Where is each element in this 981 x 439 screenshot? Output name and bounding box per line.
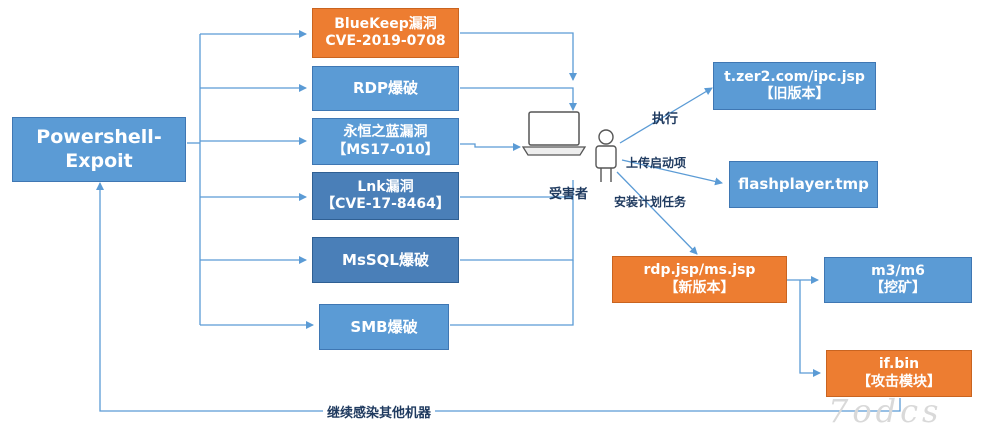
eternalblue-node: 永恒之蓝漏洞 【MS17-010】 (312, 118, 459, 165)
rdp-brute-node: RDP爆破 (312, 66, 459, 111)
user-icon (595, 129, 617, 182)
computer-icon (521, 111, 587, 156)
victim-label: 受害者 (549, 187, 589, 202)
node-line: Lnk漏洞 (357, 178, 414, 195)
watermark: 7odcs (828, 392, 943, 430)
node-line: 【旧版本】 (759, 86, 830, 102)
scheduled-task-label: 安装计划任务 (614, 195, 687, 209)
startup-label: 上传启动项 (626, 156, 687, 170)
lnk-node: Lnk漏洞 【CVE-17-8464】 (312, 172, 459, 220)
node-line: 【CVE-17-8464】 (321, 196, 450, 212)
node-line: rdp.jsp/ms.jsp (643, 262, 756, 278)
node-line: 永恒之蓝漏洞 (343, 124, 428, 140)
node-line: RDP爆破 (353, 79, 418, 98)
node-line: BlueKeep漏洞 (334, 15, 437, 32)
node-line: 【新版本】 (664, 279, 735, 296)
node-line: if.bin (878, 356, 920, 372)
execute-label: 执行 (652, 112, 679, 127)
attack-module-node: if.bin 【攻击模块】 (826, 350, 972, 397)
node-line: CVE-2019-0708 (325, 33, 446, 49)
bluekeep-node: BlueKeep漏洞 CVE-2019-0708 (312, 8, 459, 58)
node-line: 【MS17-010】 (332, 141, 439, 158)
mssql-brute-node: MsSQL爆破 (312, 237, 459, 283)
node-line: MsSQL爆破 (342, 250, 429, 269)
node-line: 【攻击模块】 (857, 373, 941, 390)
new-payload-node: rdp.jsp/ms.jsp 【新版本】 (612, 256, 787, 303)
node-line: Powershell- (36, 125, 162, 148)
node-line: m3/m6 (871, 262, 925, 279)
node-line: 【挖矿】 (870, 280, 926, 296)
powershell-expoit-node: Powershell- Expoit (12, 117, 186, 182)
flashplayer-node: flashplayer.tmp (729, 161, 878, 208)
node-line: t.zer2.com/ipc.jsp (724, 68, 865, 85)
node-line: SMB爆破 (350, 317, 418, 336)
spread-label: 继续感染其他机器 (323, 402, 436, 421)
old-payload-node: t.zer2.com/ipc.jsp 【旧版本】 (713, 62, 876, 110)
node-line: flashplayer.tmp (738, 175, 869, 194)
smb-brute-node: SMB爆破 (319, 304, 449, 350)
node-line: Expoit (65, 149, 133, 172)
miner-node: m3/m6 【挖矿】 (824, 257, 972, 303)
